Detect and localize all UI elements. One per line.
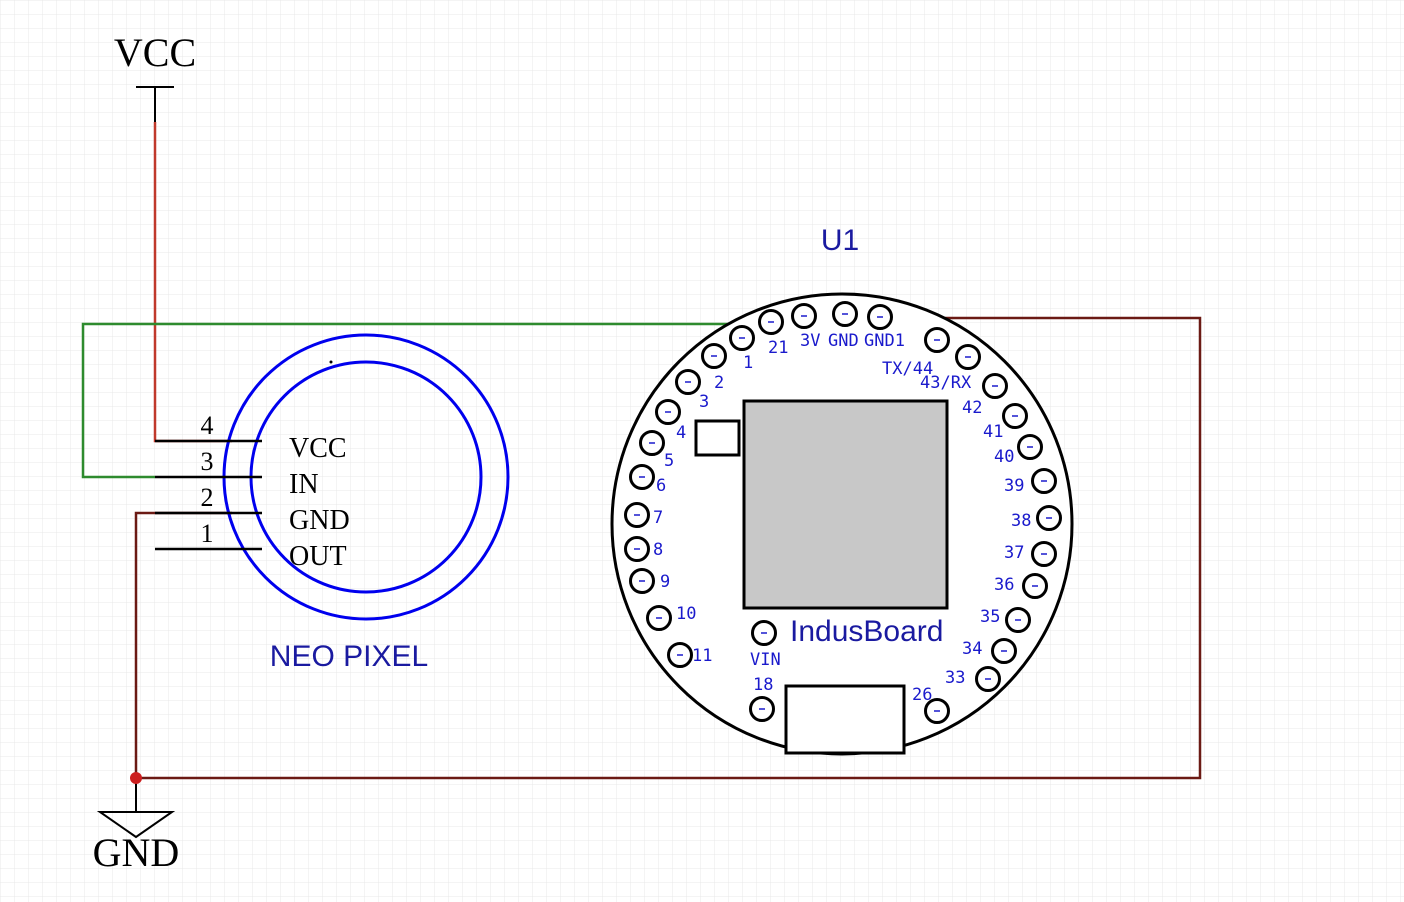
pad-label-7: 7 — [653, 508, 663, 528]
gnd-symbol: GND — [93, 811, 180, 875]
antenna-block — [694, 419, 741, 457]
indusboard-name: IndusBoard — [790, 615, 943, 648]
neopixel-pin-number: 2 — [201, 483, 214, 512]
pad-label-39: 39 — [1004, 476, 1024, 496]
neopixel-pin-name: VCC — [289, 433, 347, 464]
pad-label-40: 40 — [994, 447, 1014, 467]
vcc-label: VCC — [114, 30, 196, 75]
indusboard-pads — [624, 301, 1062, 724]
junction-dot — [130, 772, 142, 784]
vcc-symbol: VCC — [114, 30, 196, 122]
pad-label-35: 35 — [980, 607, 1000, 627]
pad-label-4: 4 — [676, 423, 686, 443]
pad-label-9: 9 — [660, 572, 670, 592]
pad-label-6: 6 — [656, 476, 666, 496]
pad-label-38: 38 — [1011, 511, 1031, 531]
pad-label-41: 41 — [983, 422, 1003, 442]
pad-label-37: 37 — [1004, 543, 1024, 563]
pad-label-gnd1: GND1 — [864, 331, 905, 351]
indusboard-component[interactable]: U1 IndusBoard 21 3V GND GND1 1 2 3 4 5 6… — [610, 224, 1074, 756]
pad-label-3: 3 — [699, 392, 709, 412]
pad-label-11: 11 — [692, 646, 712, 666]
pad-label-33: 33 — [945, 668, 965, 688]
pad-label-3v: 3V — [800, 331, 820, 351]
pad-label-1: 1 — [743, 353, 753, 373]
indusboard-pad-labels: 21 3V GND GND1 1 2 3 4 5 6 7 8 9 10 11 V… — [653, 331, 1031, 705]
pad-label-18: 18 — [753, 675, 773, 695]
neopixel-pin-name: IN — [289, 469, 319, 500]
pad-label-2: 2 — [714, 373, 724, 393]
pad-label-5: 5 — [664, 451, 674, 471]
indusboard-designator: U1 — [821, 224, 859, 257]
pad-label-21: 21 — [768, 338, 788, 358]
neopixel-pin-name: GND — [289, 505, 350, 536]
neopixel-marker-dot — [329, 360, 333, 364]
neopixel-component[interactable]: 4 3 2 1 VCC IN GND OUT NEO PIXEL — [155, 333, 510, 673]
gnd-wire-right[interactable] — [136, 316, 1202, 780]
pad-label-tx-44: TX/44 — [882, 359, 933, 379]
neopixel-pin-number: 1 — [201, 519, 214, 548]
chip-module — [742, 399, 949, 610]
pad-label-43-rx: 43/RX — [920, 373, 972, 393]
pad-label-gnd: GND — [828, 331, 859, 351]
neopixel-name: NEO PIXEL — [270, 640, 428, 673]
neopixel-pin-name: OUT — [289, 541, 347, 572]
pad-label-36: 36 — [994, 575, 1014, 595]
pad-label-42: 42 — [962, 398, 982, 418]
pad-label-vin: VIN — [750, 650, 781, 670]
gnd-label: GND — [93, 830, 180, 875]
neopixel-pin-number: 4 — [201, 411, 214, 440]
usb-connector — [784, 684, 906, 755]
signal-wire[interactable] — [81, 322, 770, 479]
pad-label-8: 8 — [653, 540, 663, 560]
neopixel-pin-number: 3 — [201, 447, 214, 476]
pad-label-10: 10 — [676, 604, 696, 624]
pad-label-26: 26 — [912, 685, 932, 705]
pad-label-34: 34 — [962, 639, 982, 659]
